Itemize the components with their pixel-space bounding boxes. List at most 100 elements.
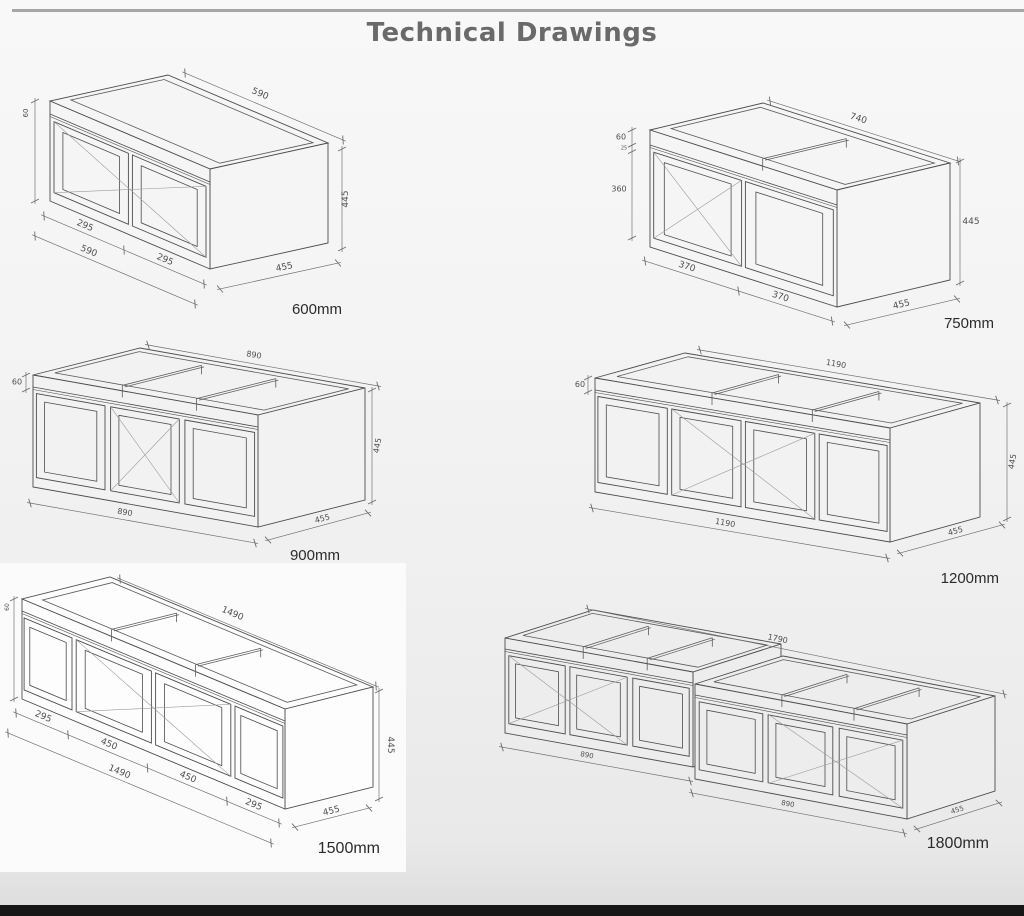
dimension-tick (21, 387, 31, 393)
dimension-label: 445 (962, 217, 979, 227)
dimension-tick (375, 681, 377, 691)
door-swing-line (653, 180, 742, 239)
dimension-tick (643, 256, 647, 266)
dimension-tick (374, 796, 384, 802)
dimension-line (588, 507, 891, 559)
cabinet-line-art (648, 102, 952, 308)
dimension-tick (690, 788, 694, 798)
door-outline (698, 701, 764, 783)
size-label-750mm: 750mm (943, 315, 994, 332)
door-inner-frame (192, 428, 247, 509)
door-inner-frame (755, 191, 824, 286)
dimension-tick (9, 596, 19, 602)
size-label-600mm: 600mm (291, 301, 342, 318)
cabinet-front-face (49, 100, 211, 270)
interior-divider (711, 374, 779, 394)
interior-divider (113, 614, 180, 632)
interior-divider (762, 138, 847, 159)
dimension-tick (586, 604, 590, 614)
dimension-label: 740 (849, 112, 869, 127)
dimension-tick (583, 389, 593, 395)
dimension-label: 455 (950, 804, 965, 816)
dimension-line (585, 608, 1007, 695)
cabinet-front-face (32, 374, 259, 528)
dimension-tick (226, 796, 228, 806)
interior-divider (122, 365, 202, 386)
dimension-line (217, 262, 341, 290)
interior-divider (714, 375, 782, 395)
cabinet-interior-rim (616, 356, 963, 424)
dimension-tick (376, 381, 380, 391)
door-inner-frame (639, 685, 683, 749)
dimension-label: 295 (33, 709, 53, 725)
front-rail-line (694, 697, 908, 738)
front-rail-line (21, 610, 286, 722)
cabinet-interior-rim (522, 612, 768, 668)
dimension-tick (278, 818, 280, 828)
door-inner-frame (605, 404, 660, 487)
door-inner-frame (679, 416, 734, 499)
dimension-label: 1490 (107, 763, 132, 781)
dimension-label: 445 (341, 190, 351, 207)
dimension-label: 450 (178, 770, 198, 786)
dimension-label: 1190 (825, 358, 847, 370)
dimension-tick (768, 96, 772, 106)
dimension-tick (184, 68, 186, 78)
cabinet-line-art (20, 576, 375, 810)
dimension-tick (956, 156, 960, 166)
dimension-label: 60 (575, 380, 585, 389)
dimension-tick (896, 549, 904, 557)
dimension-line (897, 523, 1005, 555)
interior-divider (853, 687, 920, 709)
dimension-tick (367, 499, 377, 505)
door-inner-frame (29, 626, 67, 702)
front-rail-line (32, 386, 259, 428)
dimension-tick (688, 776, 692, 786)
front-rail-line (49, 113, 211, 183)
dimension-tick (583, 375, 593, 381)
dimension-tick (334, 259, 342, 267)
dimension-label: 590 (250, 86, 270, 102)
size-label-1200mm: 1200mm (940, 570, 999, 587)
dimension-label: 360 (611, 184, 626, 193)
door-inner-frame (140, 165, 198, 248)
dimension-tick (364, 509, 372, 517)
dimension-tick (34, 231, 36, 241)
door-inner-frame (62, 131, 120, 215)
interior-divider (196, 378, 276, 399)
dimension-label: 590 (79, 244, 99, 260)
door-outline (35, 393, 106, 491)
door-inner-frame (164, 683, 223, 767)
dimension-label: 890 (246, 349, 263, 361)
dimension-label: 295 (244, 797, 264, 813)
dimension-label: 455 (947, 525, 964, 538)
cabinet-side-face (889, 402, 981, 543)
dimension-tick (627, 127, 637, 133)
dimension-line (117, 577, 379, 688)
door-inner-frame (753, 429, 807, 512)
dimension-tick (995, 395, 999, 405)
dimension-label: 455 (892, 298, 911, 312)
door-outline (23, 617, 73, 711)
interior-divider (812, 391, 880, 411)
interior-divider (649, 638, 715, 661)
dimension-tick (955, 158, 965, 164)
cabinet-front-face (649, 129, 838, 308)
door-inner-frame (706, 709, 756, 774)
door-outline (508, 655, 566, 735)
door-inner-frame (663, 162, 732, 257)
dimension-tick (737, 286, 740, 296)
dimension-tick (627, 149, 637, 155)
door-outline (184, 419, 256, 517)
dimension-line (914, 801, 1002, 831)
door-outline (234, 705, 284, 799)
